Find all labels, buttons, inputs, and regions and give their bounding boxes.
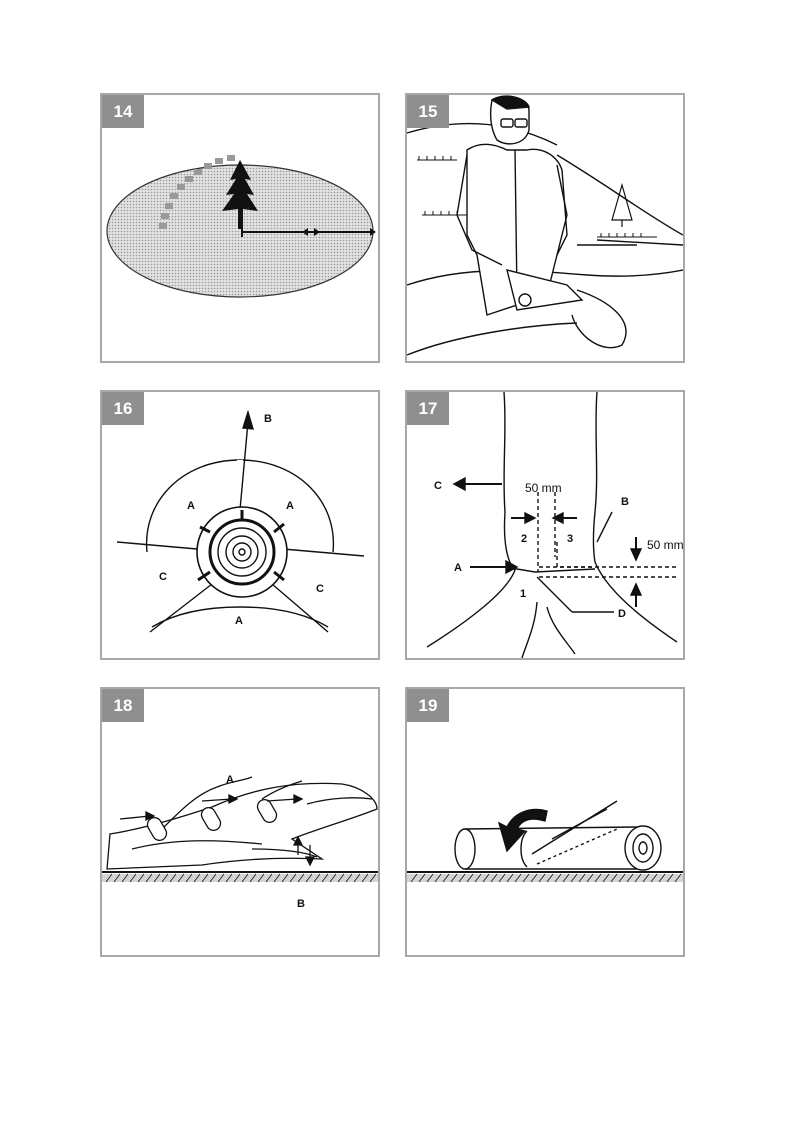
label-a-right: A [286,500,294,512]
figure-number: 18 [102,689,144,722]
label-2: 2 [521,533,527,545]
label-50mm-top: 50 mm [525,481,562,495]
label-a: A [454,562,462,574]
label-3: 3 [567,533,573,545]
chainsaw-icon [507,270,626,348]
label-c-left: C [159,571,167,583]
label-a-left: A [187,500,195,512]
stump-cross-section [197,507,287,597]
label-d: D [618,608,626,620]
label-50mm-side: 50 mm [647,538,683,552]
figure-15-panel: 15 [405,93,685,363]
figure-number: 16 [102,392,144,425]
figure-number: 17 [407,392,449,425]
figure-18-panel: 18 A B [100,687,380,957]
felling-zone-illustration [102,95,378,361]
figure-number: 14 [102,95,144,128]
log-icon [455,801,661,870]
label-b: B [621,496,629,508]
figure-number: 15 [407,95,449,128]
limbing-illustration: A B [102,689,378,955]
operator-cutting-illustration [407,95,683,361]
label-c-right: C [316,583,324,595]
figure-19-panel: 19 [405,687,685,957]
figure-number: 19 [407,689,449,722]
figure-14-panel: 14 [100,93,380,363]
label-a: A [226,774,234,786]
label-b: B [297,898,305,910]
label-b: B [264,413,272,425]
figure-17-panel: 17 C 50 mm B 50 mm 2 3 A 1 D [405,390,685,660]
notch-cut-diagram: C 50 mm B 50 mm 2 3 A 1 D [407,392,683,658]
label-c: C [434,480,442,492]
label-a-bottom: A [235,615,243,627]
felling-direction-diagram: B A A C C A [102,392,378,658]
label-1: 1 [520,588,526,600]
figure-16-panel: 16 B A A C C A [100,390,380,660]
log-bucking-illustration [407,689,683,955]
